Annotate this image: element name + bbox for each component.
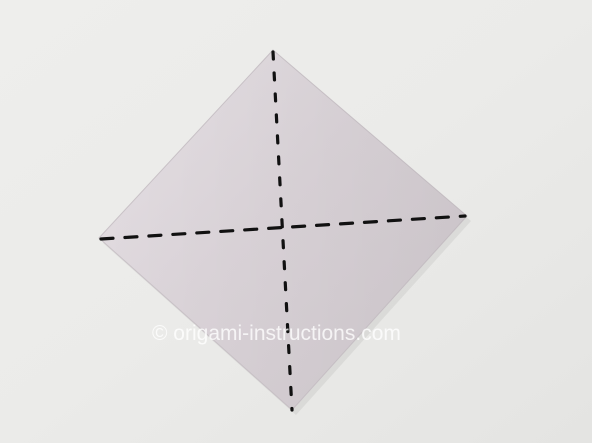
watermark-text: © origami-instructions.com: [152, 322, 401, 345]
